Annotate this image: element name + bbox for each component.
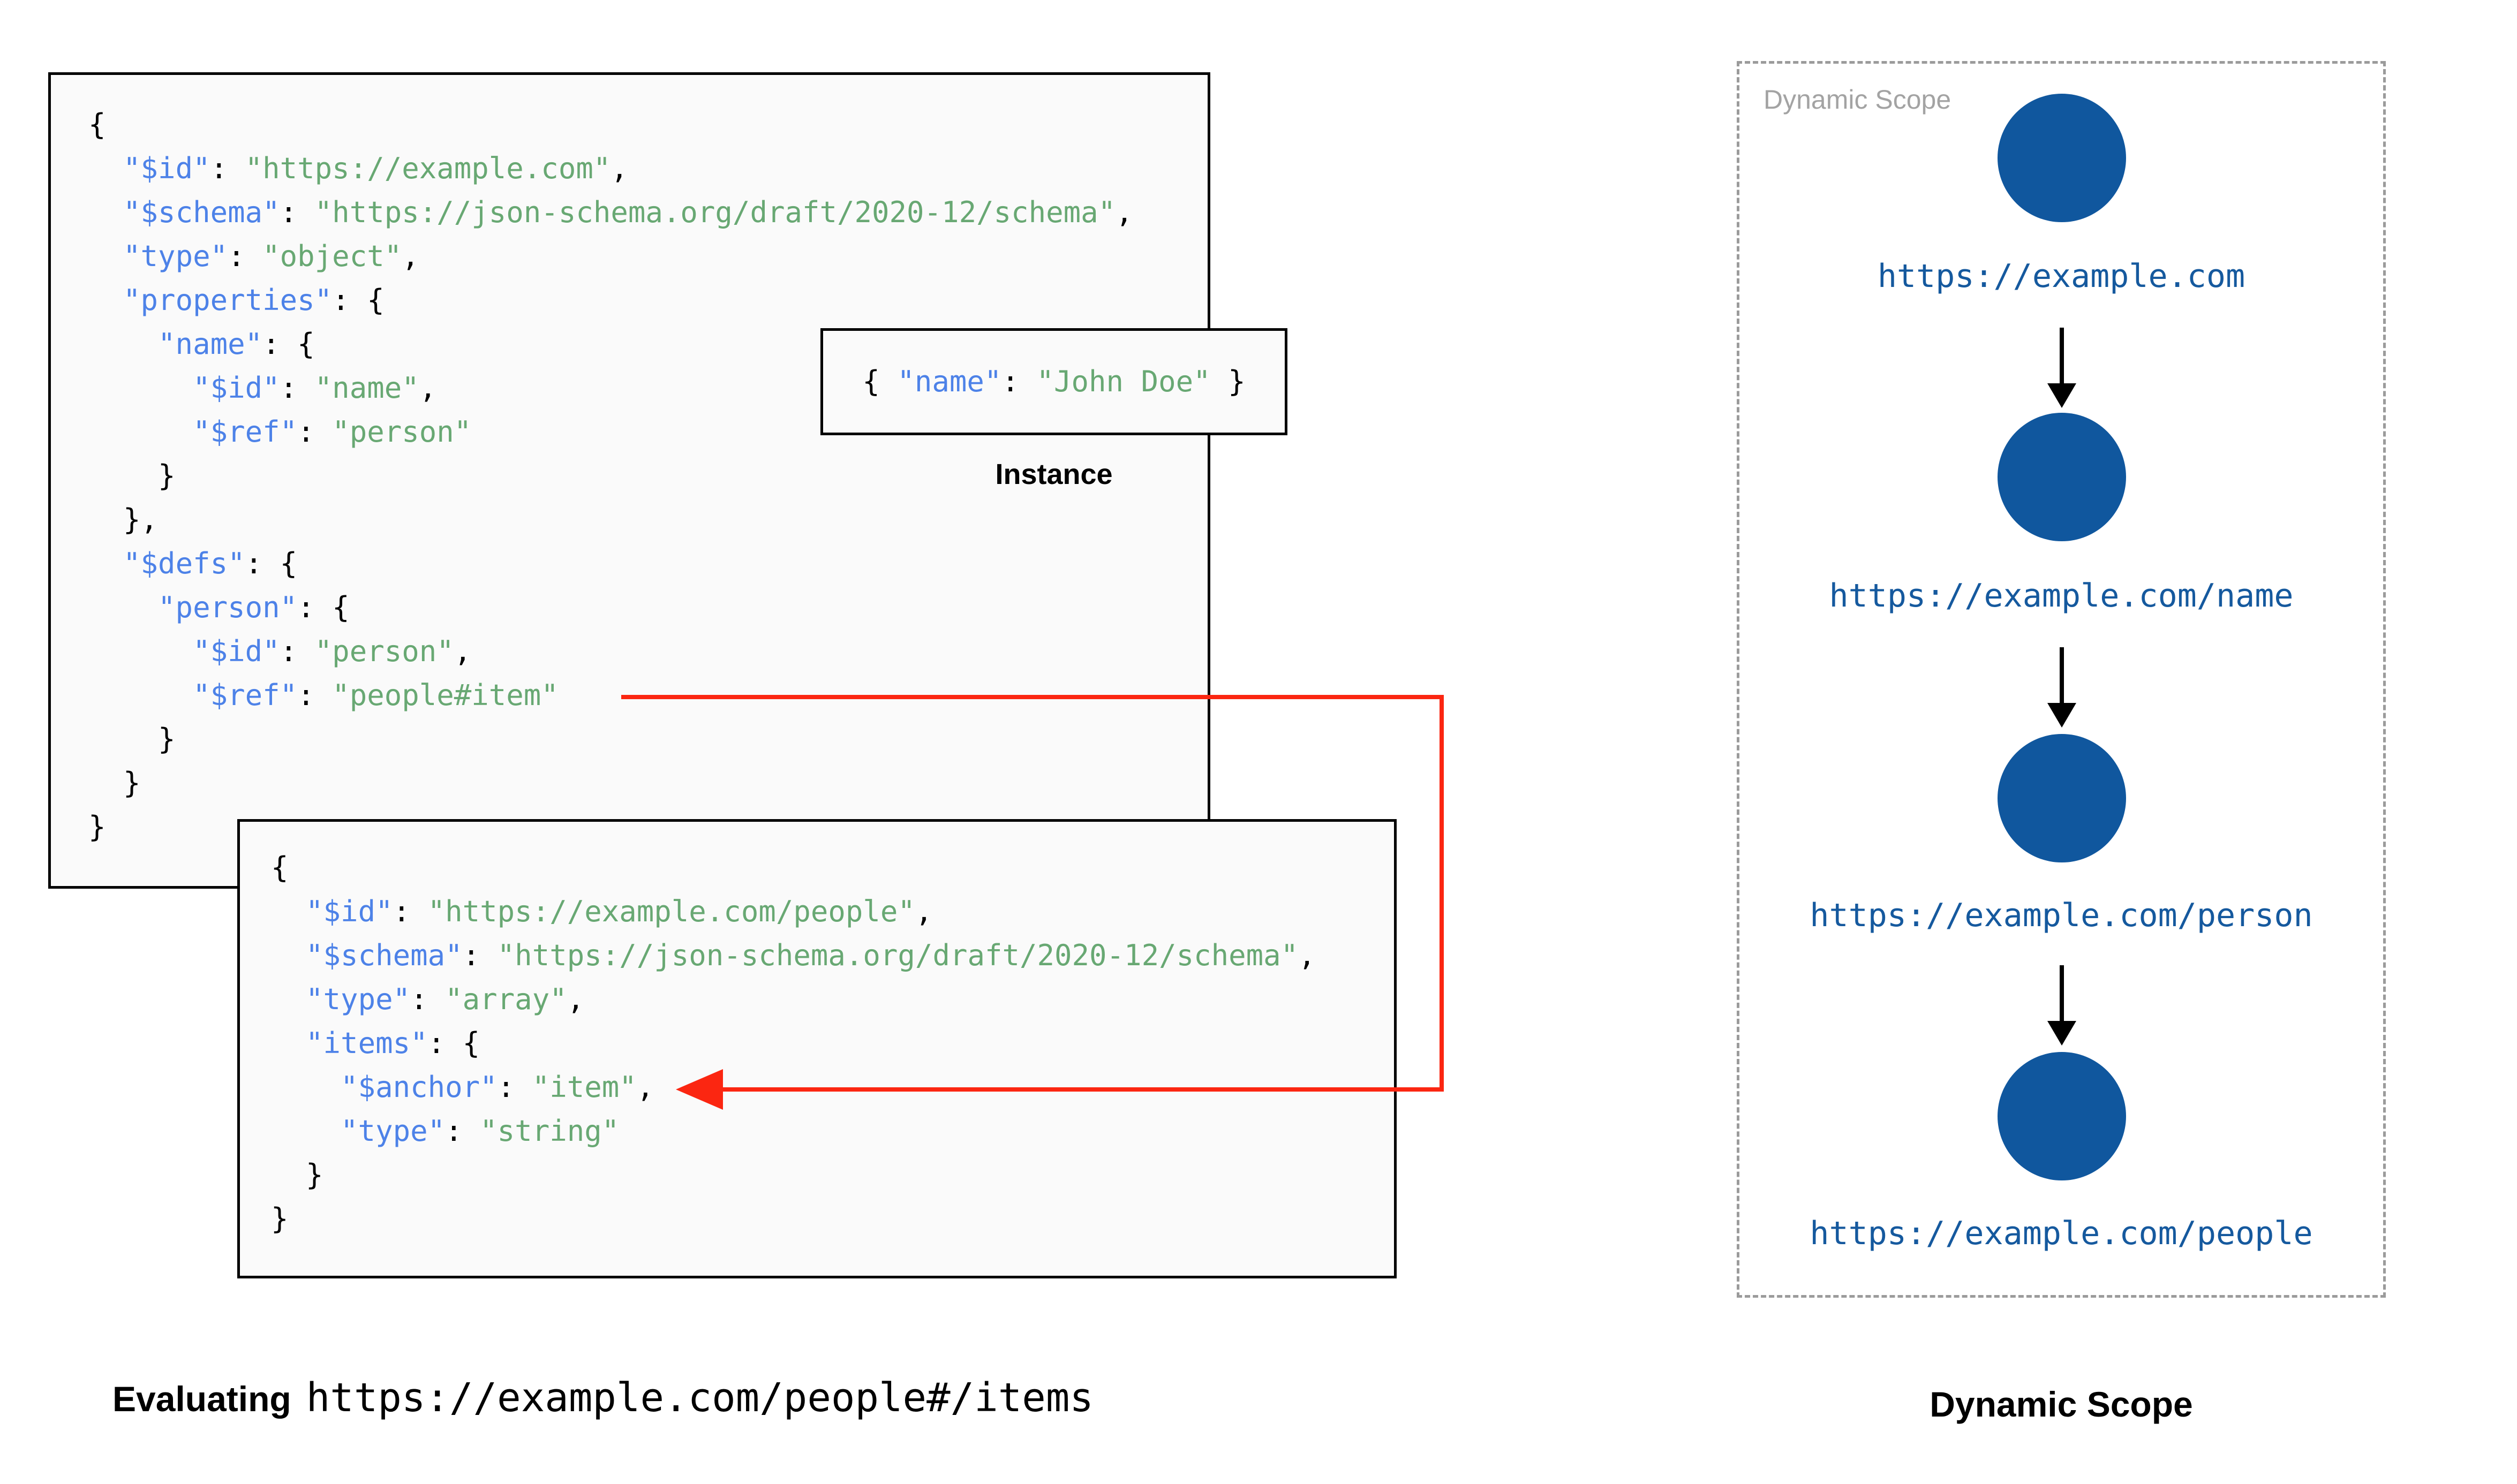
- arrow-stem: [2060, 965, 2064, 1021]
- scope-node-url-people: https://example.com/people: [1810, 1215, 2313, 1252]
- instance-code: { "name": "John Doe" }: [862, 365, 1246, 398]
- dynamic-scope-caption: Dynamic Scope: [1930, 1384, 2193, 1424]
- scope-node-circle-people: [1998, 1052, 2126, 1180]
- root-schema-code: { "$id": "https://example.com", "$schema…: [88, 108, 1133, 844]
- arrow-stem: [2060, 647, 2064, 703]
- scope-node-url-root: https://example.com: [1877, 258, 2245, 295]
- instance-box: { "name": "John Doe" }: [820, 328, 1287, 435]
- scope-down-arrow-2: [2045, 647, 2079, 728]
- arrow-head: [2047, 1021, 2076, 1046]
- evaluating-caption: Evaluating https://example.com/people#/i…: [112, 1375, 1094, 1421]
- evaluating-uri: https://example.com/people#/items: [306, 1375, 1094, 1421]
- dynamic-scope-panel: Dynamic Scope https://example.com https:…: [1737, 61, 2386, 1298]
- people-schema-box: { "$id": "https://example.com/people", "…: [237, 819, 1397, 1278]
- scope-down-arrow-3: [2045, 965, 2079, 1046]
- evaluating-label: Evaluating: [112, 1379, 291, 1419]
- scope-node-circle-root: [1998, 94, 2126, 222]
- dynamic-scope-panel-label: Dynamic Scope: [1764, 85, 1951, 115]
- arrow-head: [2047, 383, 2076, 408]
- scope-node-circle-name: [1998, 413, 2126, 541]
- scope-node-url-name: https://example.com/name: [1829, 577, 2294, 615]
- arrow-stem: [2060, 328, 2064, 383]
- scope-node-circle-person: [1998, 734, 2126, 862]
- instance-label: Instance: [995, 458, 1113, 490]
- scope-down-arrow-1: [2045, 328, 2079, 408]
- people-schema-code: { "$id": "https://example.com/people", "…: [271, 851, 1316, 1236]
- arrow-head: [2047, 703, 2076, 728]
- scope-node-url-person: https://example.com/person: [1810, 897, 2313, 934]
